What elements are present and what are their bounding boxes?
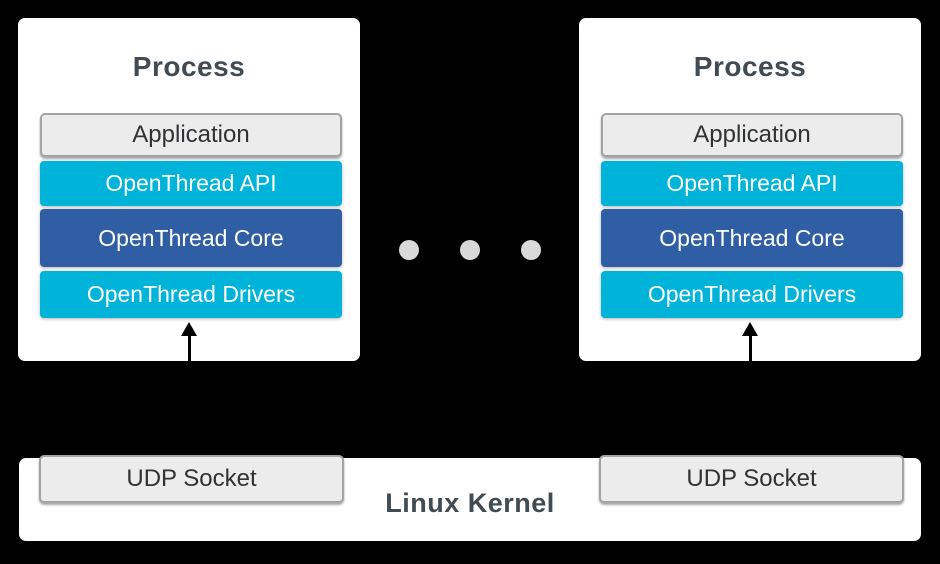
layer-openthread-api: OpenThread API [40, 161, 342, 206]
layer-label: OpenThread Core [659, 224, 845, 251]
layer-label: OpenThread API [666, 170, 838, 196]
layer-openthread-api: OpenThread API [601, 161, 903, 206]
process-title: Process [693, 51, 807, 82]
ellipsis-dot [460, 240, 480, 260]
upward-arrow-icon [181, 322, 197, 361]
ellipsis-dot [399, 240, 419, 260]
arrow-line [187, 334, 191, 361]
layer-openthread-core: OpenThread Core [40, 209, 342, 267]
ellipsis-dots [399, 240, 541, 260]
socket-label: UDP Socket [126, 465, 257, 492]
layer-application: Application [601, 113, 903, 157]
process-box-left: Process Application OpenThread API OpenT… [18, 18, 360, 361]
layer-openthread-core: OpenThread Core [601, 209, 903, 267]
layer-label: OpenThread Drivers [86, 281, 296, 307]
socket-label: UDP Socket [686, 465, 817, 492]
arrow-line [748, 334, 752, 361]
udp-socket-left: UDP Socket [39, 455, 344, 503]
arrow-head [742, 322, 758, 336]
layer-label: Application [693, 121, 811, 148]
layer-label: OpenThread API [105, 170, 277, 196]
arrow-head [181, 322, 197, 336]
udp-socket-right: UDP Socket [599, 455, 904, 503]
linux-kernel-bar: UDP Socket Linux Kernel UDP Socket [19, 455, 921, 541]
layer-openthread-drivers: OpenThread Drivers [40, 271, 342, 318]
layer-label: OpenThread Core [98, 224, 284, 251]
layer-openthread-drivers: OpenThread Drivers [601, 271, 903, 318]
process-box-right: Process Application OpenThread API OpenT… [579, 18, 921, 361]
upward-arrow-icon [742, 322, 758, 361]
layer-label: Application [132, 121, 250, 148]
ellipsis-dot [521, 240, 541, 260]
process-title: Process [132, 51, 246, 82]
layer-application: Application [40, 113, 342, 157]
kernel-label: Linux Kernel [385, 488, 555, 518]
layer-label: OpenThread Drivers [647, 281, 857, 307]
